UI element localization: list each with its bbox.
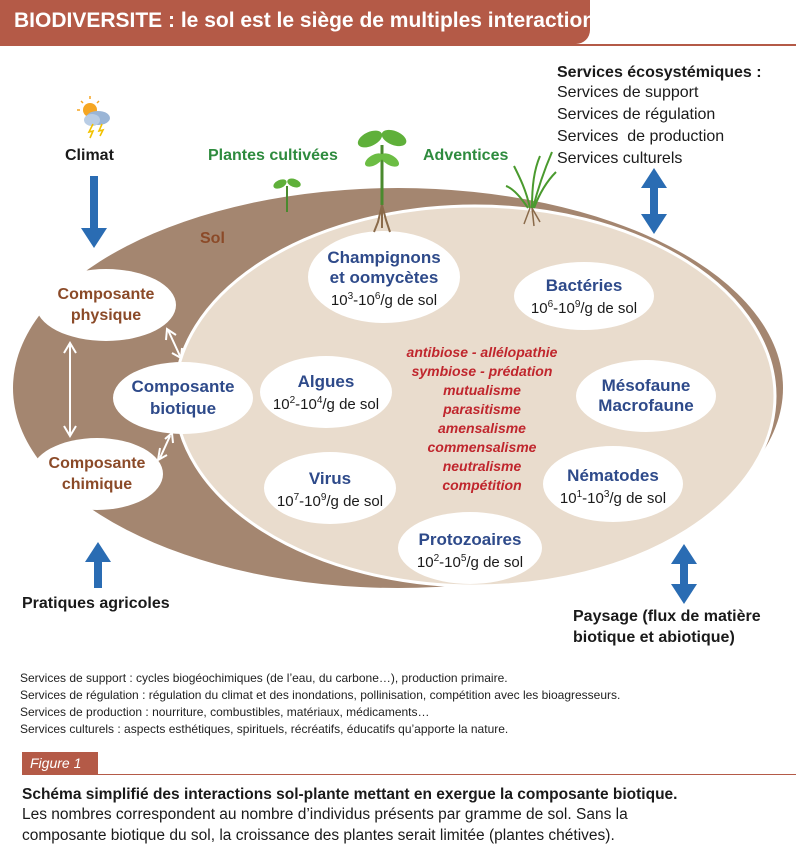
practices-arrow [85,542,111,588]
footnote-item: Services culturels : aspects esthétiques… [20,722,509,736]
chemical-line1: Composante [48,455,146,472]
algae-count: 102-104/g de sol [272,395,380,413]
protozoa-node: Protozoaires 102-105/g de sol [398,530,542,572]
services-item: Services de régulation [557,106,716,123]
page-title: BIODIVERSITE : le sol est le siège de mu… [14,9,607,32]
interactions-list: antibiose - allélopathie symbiose - préd… [382,343,582,495]
services-double-arrow [641,168,667,234]
virus-name: Virus [308,469,352,488]
weather-icon [77,96,110,139]
landscape-line1: Paysage (flux de matière [573,608,761,625]
algae-bubble [260,356,392,428]
bacteria-bubble [514,262,654,330]
macrofauna-name: Macrofaune [598,396,694,415]
landscape-label: Paysage (flux de matière biotique et abi… [573,606,761,648]
soil-label: Sol [200,230,225,247]
interaction-item: parasitisme [443,401,521,417]
algae-name: Algues [297,372,355,391]
header-bar [0,0,590,44]
interaction-item: commensalisme [427,439,537,455]
physical-line1: Composante [57,286,155,303]
nematodes-bubble [543,446,683,522]
bacteria-count: 106-109/g de sol [530,299,638,317]
services-item: Services de production [557,128,725,145]
fungi-name-2: et oomycètes [329,268,439,287]
services-title: Services écosystémiques : [557,64,762,81]
figure-rule [22,774,796,775]
algae-node: Algues 102-104/g de sol [256,372,396,414]
footnote-item: Services de régulation : régulation du c… [20,688,621,702]
biotic-line1: Composante [131,377,235,396]
virus-count: 107-109/g de sol [276,492,384,510]
biotic-line2: biotique [149,399,217,418]
fungi-count: 103-106/g de sol [330,291,438,309]
figure-tab: Figure 1 [22,752,98,774]
mesofauna-name: Mésofaune [601,376,691,395]
fungi-bubble [308,231,460,323]
services-item: Services culturels [557,150,683,167]
physical-bubble [36,269,176,341]
bacteria-node: Bactéries 106-109/g de sol [509,276,659,318]
nematodes-name: Nématodes [567,466,659,485]
practices-label: Pratiques agricoles [22,595,170,612]
component-links [63,327,183,462]
footnote-item: Services de support : cycles biogéochimi… [20,671,508,685]
footnotes: Services de support : cycles biogéochimi… [20,670,790,738]
protozoa-count: 102-105/g de sol [416,553,524,571]
small-seedling-icon [273,178,301,212]
services-block: Services écosystémiques : Services de su… [557,64,762,170]
chemical-line2: chimique [61,476,133,493]
landscape-line2: biotique et abiotique) [573,629,735,646]
interaction-item: antibiose - allélopathie [406,344,558,360]
interaction-item: compétition [442,477,522,493]
fungi-name: Champignons [327,248,441,267]
climate-label: Climat [65,147,114,164]
caption-title: Schéma simplifié des interactions sol-pl… [22,786,678,803]
interaction-item: mutualisme [443,382,521,398]
nematodes-node: Nématodes 101-103/g de sol [543,466,683,508]
fauna-node: Mésofaune Macrofaune [576,376,716,416]
footnote-item: Services de production : nourriture, com… [20,705,430,719]
interaction-item: symbiose - prédation [411,363,553,379]
bacteria-name: Bactéries [545,276,623,295]
interaction-item: amensalisme [438,420,526,436]
physical-line2: physique [70,307,142,324]
protozoa-name: Protozoaires [418,530,522,549]
physical-component: Composante physique [36,284,176,326]
chemical-bubble [31,438,163,510]
biotic-bubble [113,362,253,434]
fauna-bubble [576,360,716,432]
services-item: Services de support [557,84,699,101]
virus-node: Virus 107-109/g de sol [260,469,400,511]
protozoa-bubble [398,512,542,584]
landscape-double-arrow [671,544,697,604]
cultivated-plant-icon [357,129,407,233]
chemical-component: Composante chimique [27,453,167,495]
weeds-label: Adventices [423,147,509,164]
weed-plant-icon [505,151,557,227]
biotic-component: Composante biotique [113,376,253,420]
fungi-node: Champignons et oomycètes 103-106/g de so… [304,248,464,310]
climate-arrow [81,176,107,248]
caption-line: composante biotique du sol, la croissanc… [22,827,615,844]
interaction-item: neutralisme [442,458,522,474]
header-rule [0,44,796,46]
virus-bubble [264,452,396,524]
cultivated-plants-label: Plantes cultivées [208,147,338,164]
nematodes-count: 101-103/g de sol [559,489,667,507]
caption-line: Les nombres correspondent au nombre d’in… [22,806,628,823]
figure-caption: Schéma simplifié des interactions sol-pl… [22,786,792,846]
